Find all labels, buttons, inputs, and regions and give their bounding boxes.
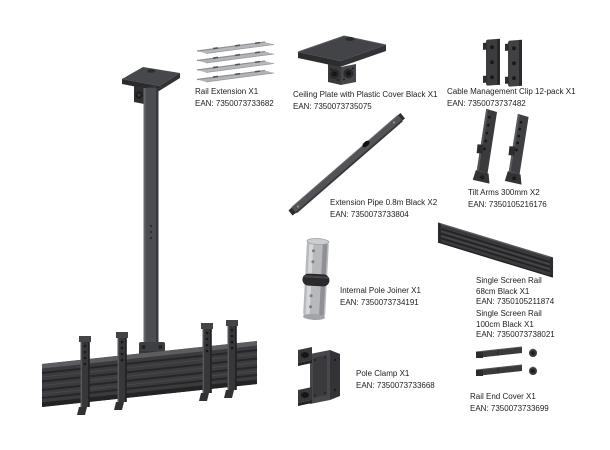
- tilt-arm-4: [224, 320, 238, 398]
- ceiling-plate-image: [297, 35, 387, 85]
- component-ean: EAN: 7350073734191: [340, 297, 419, 307]
- component-ean: EAN: 7350073733804: [330, 209, 409, 219]
- component-name: Ceiling Plate with Plastic Cover Black X…: [293, 90, 438, 99]
- pole-joiner-label: Internal Pole Joiner X1 EAN: 73500737341…: [340, 285, 421, 308]
- cable-clip-image: [483, 38, 522, 87]
- component-ean: EAN: 7350105216176: [468, 199, 547, 209]
- component-name: Tilt Arms 300mm X2: [468, 188, 540, 197]
- rail-end-cover-label: Rail End Cover X1 EAN: 7350073733699: [470, 391, 549, 415]
- component-name: Pole Clamp X1: [356, 369, 410, 378]
- extension-pipe-image: [288, 113, 405, 216]
- rail-end-cover-image: [475, 346, 537, 376]
- tilt-arm-2: [114, 332, 128, 410]
- component-name: Rail End Cover X1: [470, 392, 536, 401]
- component-ean: EAN: 7350073733682: [195, 98, 274, 108]
- component-name: Cable Management Clip 12-pack X1: [447, 87, 576, 96]
- single-screen-rail-image: [437, 222, 554, 278]
- assembled-ceiling-mount-image: [41, 67, 258, 415]
- tilt-arm-3: [199, 323, 213, 401]
- component-ean: EAN: 7350073733699: [470, 404, 549, 413]
- component-name: Single Screen Rail: [476, 276, 542, 285]
- ceiling-plate-label: Ceiling Plate with Plastic Cover Black X…: [293, 89, 438, 112]
- component-ean: EAN: 7350073733668: [356, 380, 435, 390]
- component-ean: EAN: 7350073737482: [447, 98, 526, 108]
- component-size: 68cm Black X1: [476, 286, 530, 296]
- cable-clip-label: Cable Management Clip 12-pack X1 EAN: 73…: [447, 86, 576, 109]
- component-name: Internal Pole Joiner X1: [340, 286, 421, 295]
- rail-extension-image: [196, 41, 275, 83]
- component-name: Extension Pipe 0.8m Black X2: [330, 198, 438, 207]
- single-screen-rail-label: Single Screen Rail 68cm Black X1 EAN: 73…: [476, 276, 555, 341]
- pole-clamp-label: Pole Clamp X1 EAN: 7350073733668: [356, 368, 435, 391]
- component-size: 100cm Black X1: [476, 319, 534, 329]
- extension-pipe-label: Extension Pipe 0.8m Black X2 EAN: 735007…: [330, 197, 437, 220]
- component-ean: EAN: 7350105211874: [476, 297, 555, 307]
- tilt-arms-label: Tilt Arms 300mm X2 EAN: 7350105216176: [468, 187, 547, 210]
- pole-joiner-image: [302, 238, 330, 320]
- tilt-arms-image: [472, 108, 529, 185]
- rail-extension-label: Rail Extension X1 EAN: 7350073733682: [195, 86, 274, 109]
- component-ean: EAN: 7350073735075: [293, 101, 372, 111]
- pole-clamp-image: [298, 347, 340, 406]
- tilt-arm-1: [77, 336, 91, 415]
- component-ean: EAN: 7350073738021: [476, 330, 555, 340]
- component-name: Rail Extension X1: [195, 87, 259, 96]
- component-name: Single Screen Rail: [476, 309, 542, 319]
